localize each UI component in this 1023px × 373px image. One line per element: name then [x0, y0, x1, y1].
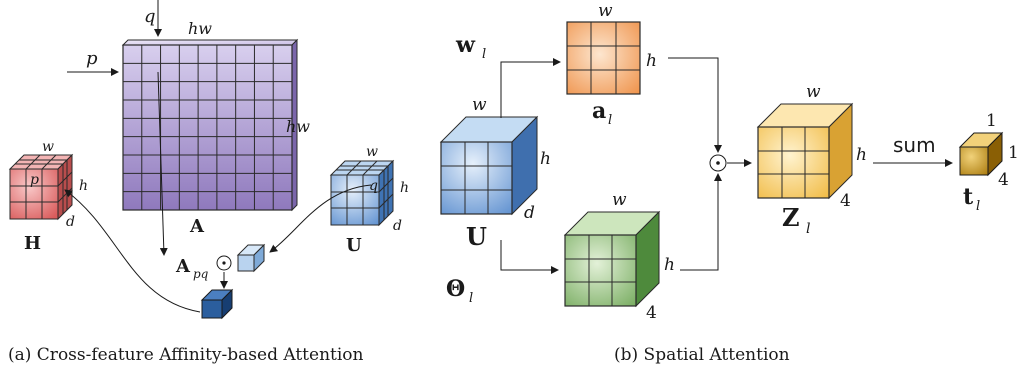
a-cube-h-label: h: [646, 51, 657, 71]
u-cube-a-label: U: [346, 235, 362, 256]
output-to-h-arrow: [64, 189, 201, 313]
query-vector-cube: [236, 243, 266, 273]
affinity-matrix: [121, 38, 299, 212]
u-feature-cube-a: [329, 159, 395, 227]
t-cube-label: t: [963, 184, 974, 210]
matrix-column-arrow: [157, 71, 168, 256]
sum-label: sum: [893, 133, 936, 157]
z-cube-w-label: w: [806, 82, 821, 102]
apq-label: A: [175, 256, 191, 277]
a-cube-w-label: w: [598, 1, 613, 21]
theta-subscript: l: [469, 291, 473, 306]
h-cube-d-label: d: [66, 214, 75, 230]
h-cube-h-label: h: [79, 178, 88, 194]
z-cube-subscript: l: [806, 221, 810, 237]
theta-label: Θ: [446, 276, 465, 302]
u-cube-b-w-label: w: [472, 95, 487, 115]
h-cube-w-label: w: [42, 139, 54, 155]
t-cube-depth-label: 4: [998, 170, 1009, 190]
theta-cube-h-label: h: [664, 255, 675, 275]
z-cube-depth-label: 4: [840, 191, 851, 211]
w-weight-label: w: [455, 32, 476, 58]
theta-to-odot-arrow: [680, 173, 722, 271]
matrix-label: A: [189, 216, 205, 237]
odot-a-dot: [222, 261, 226, 265]
u-cube-a-d-label: d: [393, 218, 402, 234]
u-feature-cube-b: [439, 115, 539, 216]
odot-b-dot: [716, 161, 720, 165]
hw-side-label: hw: [286, 117, 310, 136]
caption-a: (a) Cross-feature Affinity-based Attenti…: [8, 345, 364, 365]
p-label: p: [86, 48, 98, 69]
z-feature-cube: [756, 102, 854, 200]
t-cube-subscript: l: [976, 199, 980, 214]
h-cube-p-label: p: [30, 172, 39, 188]
u-cube-a-h-label: h: [400, 180, 409, 196]
theta-cube-w-label: w: [612, 190, 627, 210]
a-cube-label: a: [592, 98, 606, 124]
z-cube-h-label: h: [856, 145, 867, 165]
t-output-cube: [958, 131, 1004, 177]
u-cube-a-q-label: q: [369, 178, 378, 194]
u-to-theta-arrow: [500, 240, 559, 274]
caption-b: (b) Spatial Attention: [614, 345, 790, 365]
h-feature-cube: [8, 153, 74, 221]
u-to-a-arrow: [500, 58, 561, 118]
t-cube-top-label: 1: [986, 111, 997, 131]
u-cube-b-label: U: [466, 222, 487, 251]
apq-subscript: pq: [193, 267, 209, 281]
q-label: q: [144, 6, 156, 27]
a-cube-subscript: l: [608, 113, 612, 128]
attended-output-cube: [200, 288, 234, 320]
theta-cube-depth-label: 4: [646, 303, 657, 323]
hw-top-label: hw: [188, 19, 212, 38]
u-cube-b-h-label: h: [540, 149, 551, 169]
attention-map-a: [566, 21, 641, 95]
z-cube-label: Z: [782, 203, 800, 232]
w-weight-subscript: l: [482, 47, 486, 62]
t-cube-right-label: 1: [1008, 143, 1019, 163]
u-to-query-arrow: [269, 184, 372, 253]
theta-feature-cube: [563, 210, 661, 308]
a-to-odot-arrow: [668, 57, 722, 153]
u-cube-b-d-label: d: [524, 203, 535, 223]
u-cube-a-w-label: w: [366, 144, 378, 160]
h-cube-label: H: [24, 233, 41, 254]
